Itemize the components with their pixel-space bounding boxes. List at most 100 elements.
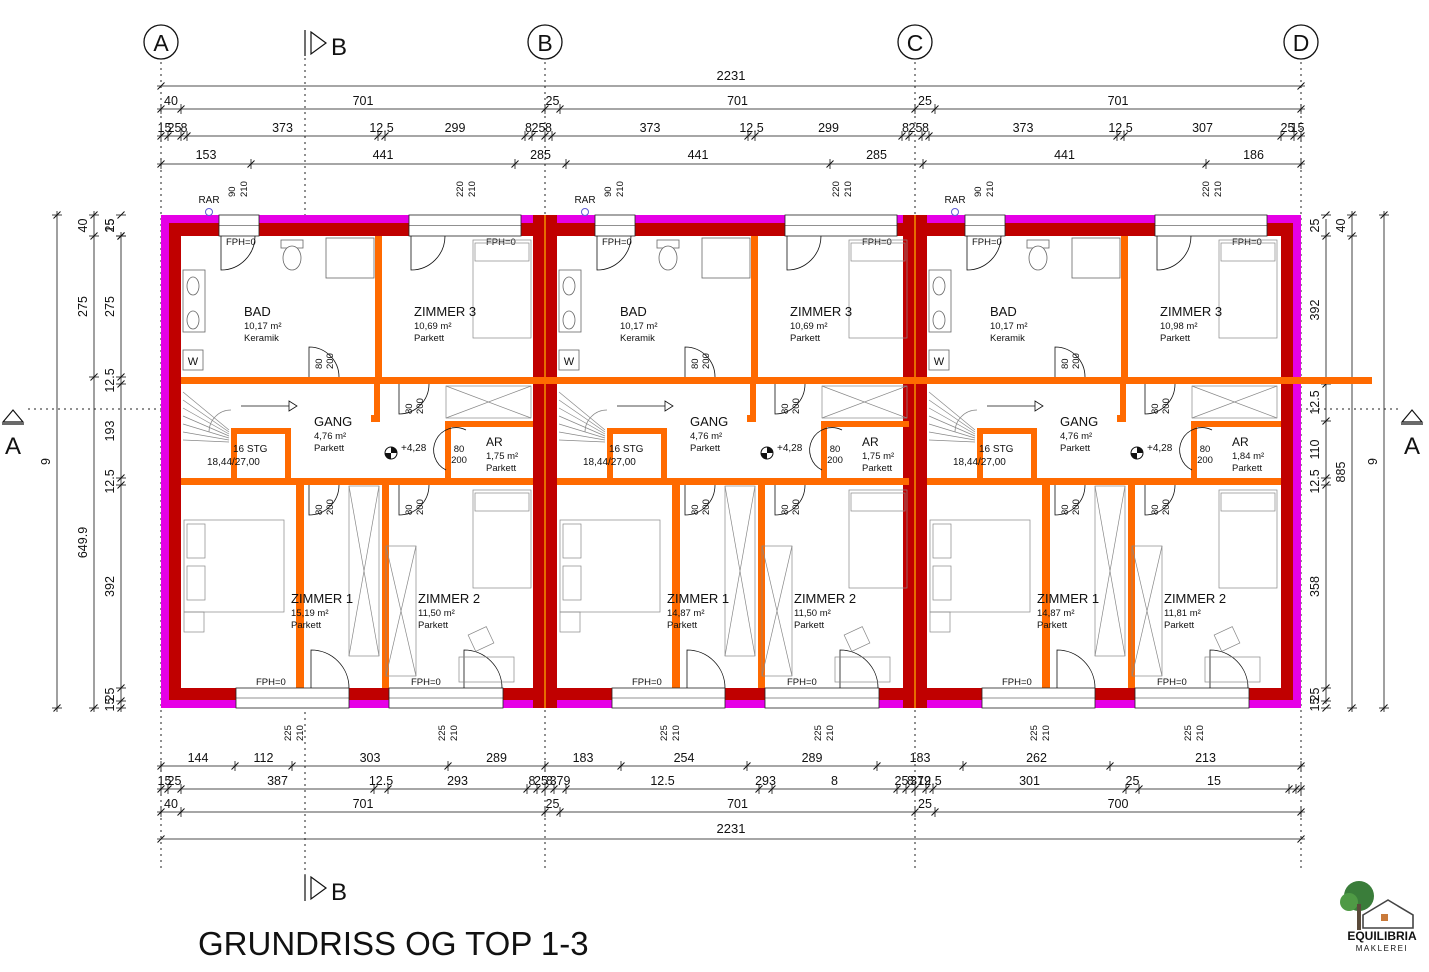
interior-wall xyxy=(181,478,301,485)
fph-label: FPH=0 xyxy=(226,237,256,248)
stair-count: 16 STG xyxy=(233,444,268,455)
fph-label: FPH=0 xyxy=(862,237,892,248)
dimension-value: 25 xyxy=(532,121,546,135)
dimension-value: 25 xyxy=(534,774,548,788)
dimension-value: 12.5 xyxy=(650,774,674,788)
door-width: 80 xyxy=(780,504,791,515)
wardrobe-cross xyxy=(724,485,756,657)
pillow-icon xyxy=(1220,242,1276,262)
fph-label: FPH=0 xyxy=(602,237,632,248)
stair-arrow-icon xyxy=(288,400,298,412)
door-height: 200 xyxy=(791,499,802,515)
door-height: 200 xyxy=(415,499,426,515)
stair-turn xyxy=(208,409,232,433)
door-height: 200 xyxy=(791,398,802,414)
level-value: +4,28 xyxy=(401,443,427,454)
window-dim: 210 xyxy=(295,725,306,741)
dimension-value: 303 xyxy=(360,751,381,765)
room-area: 1,75 m² xyxy=(486,451,518,462)
room-floor: Parkett xyxy=(862,463,892,474)
dimension-value: 885 xyxy=(1334,462,1348,483)
room-floor: Parkett xyxy=(690,443,720,454)
interior-wall xyxy=(661,428,667,485)
dimension-value: 373 xyxy=(272,121,293,135)
window-dim: 210 xyxy=(985,181,996,197)
fph-label: FPH=0 xyxy=(486,237,516,248)
wardrobe-icon xyxy=(1131,545,1163,677)
wardrobe-cross xyxy=(1131,545,1163,677)
door-height: 200 xyxy=(701,499,712,515)
nightstand-icon xyxy=(559,611,581,633)
wardrobe-icon xyxy=(821,385,908,419)
dimension-value: 15 xyxy=(103,698,117,712)
stair-step xyxy=(558,431,606,441)
window-dim: 220 xyxy=(831,181,842,197)
room-name: ZIMMER 3 xyxy=(1160,304,1222,319)
room-area: 10,17 m² xyxy=(990,321,1028,332)
dimension-value: 254 xyxy=(674,751,695,765)
dimension-value: 285 xyxy=(866,148,887,162)
axis-label-B: B xyxy=(537,30,552,56)
wardrobe-icon xyxy=(761,545,793,677)
window-swing xyxy=(410,235,446,271)
section-arrow-icon xyxy=(1400,409,1424,423)
door-width: 80 xyxy=(1150,504,1161,515)
interior-wall xyxy=(382,478,389,688)
rar-icon xyxy=(205,208,213,216)
interior-wall xyxy=(374,384,380,422)
room-name: ZIMMER 3 xyxy=(790,304,852,319)
fph-label: FPH=0 xyxy=(972,237,1002,248)
bed-icon xyxy=(183,519,285,613)
window-dim: 90 xyxy=(227,186,238,197)
dimension-value: 289 xyxy=(486,751,507,765)
pillow-icon xyxy=(932,565,952,601)
room-area: 10,69 m² xyxy=(790,321,828,332)
shower-tray xyxy=(1071,237,1121,279)
walls xyxy=(161,214,1372,709)
bed-icon xyxy=(472,489,532,589)
dimension-value: 25 xyxy=(909,121,923,135)
room-name: BAD xyxy=(244,304,271,319)
room-floor: Parkett xyxy=(486,463,516,474)
interior-wall xyxy=(1121,377,1281,384)
door-swing-bad xyxy=(684,346,716,378)
dimension-value: 25 xyxy=(1308,219,1322,233)
dimension-value: 213 xyxy=(1195,751,1216,765)
stair-arrow-icon xyxy=(664,400,674,412)
level-marker-fill xyxy=(1131,447,1143,459)
washer-label: W xyxy=(188,356,199,368)
stair-step xyxy=(928,415,976,437)
fph-label: FPH=0 xyxy=(1157,677,1187,688)
stair-step xyxy=(182,407,230,435)
chair-icon xyxy=(467,626,495,652)
door-width: 80 xyxy=(1060,358,1071,369)
washer-icon xyxy=(928,349,950,371)
window-dim: 90 xyxy=(973,186,984,197)
dimension-value: 387 xyxy=(267,774,288,788)
rar-label: RAR xyxy=(944,195,965,206)
rar-icon xyxy=(581,208,589,216)
dimension-value: 12.5 xyxy=(917,774,941,788)
desk-icon xyxy=(458,656,515,683)
interior-wall xyxy=(557,377,752,384)
pillow-icon xyxy=(1220,492,1276,512)
wardrobe-icon xyxy=(1094,485,1126,657)
interior-wall xyxy=(677,478,909,485)
stair-step xyxy=(182,431,230,441)
dimension-value: 25 xyxy=(168,121,182,135)
pillow-icon xyxy=(562,565,582,601)
wardrobe-cross xyxy=(348,485,380,657)
level-value: +4,28 xyxy=(777,443,803,454)
room-floor: Parkett xyxy=(1060,443,1090,454)
dimension-value: 153 xyxy=(196,148,217,162)
dimension-value: 12.5 xyxy=(103,368,117,392)
window-dim: 225 xyxy=(1029,725,1040,741)
room-floor: Keramik xyxy=(244,333,279,344)
pillow-icon xyxy=(474,492,530,512)
stair-count: 16 STG xyxy=(979,444,1014,455)
door-width: 80 xyxy=(830,444,841,455)
room-name: ZIMMER 1 xyxy=(1037,591,1099,606)
stair-step xyxy=(558,407,606,435)
room-floor: Parkett xyxy=(667,620,697,631)
